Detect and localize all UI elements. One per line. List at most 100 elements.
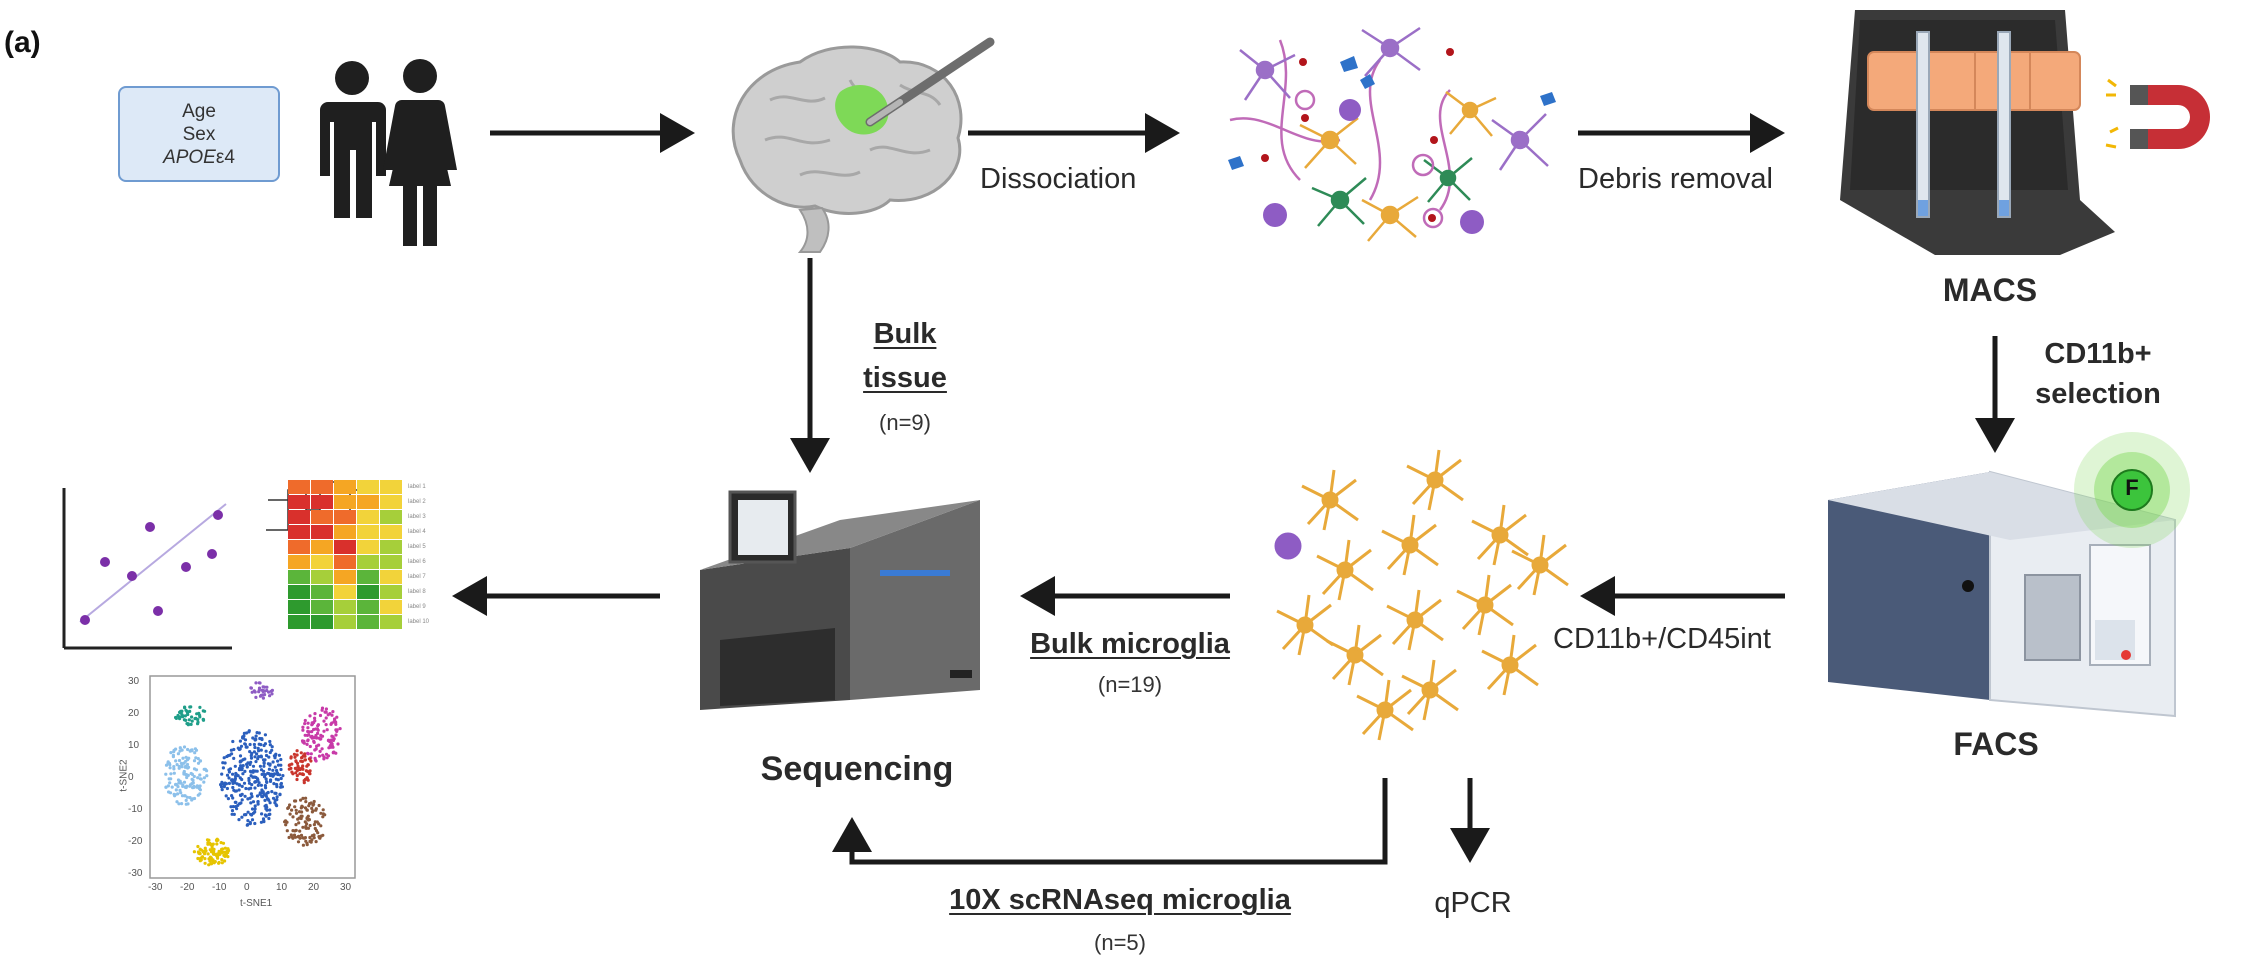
tsne-point [238,754,243,758]
magnet-icon [2105,78,2210,149]
tsne-point [222,756,226,760]
tsne-point [331,745,335,749]
tsne-point [247,776,251,781]
tsne-point [227,770,231,774]
heatmap-cell [357,570,379,584]
svg-text:label 5: label 5 [408,544,426,550]
tsne-point [305,808,309,812]
tsne-point [305,843,309,847]
demographic-apoe: APOEε4 [163,146,235,168]
heatmap-cell [311,540,333,554]
tsne-point [177,781,181,785]
arrows [452,113,2015,865]
tsne-point [181,784,185,789]
tsne-point [256,757,260,761]
heatmap-cell [357,600,379,614]
tsne-x-tick: -20 [180,882,195,893]
tsne-point [254,681,258,685]
macs-icon [1840,10,2210,255]
tsne-xlabel: t-SNE1 [240,898,273,909]
tsne-point [294,811,299,815]
tsne-point [257,690,261,694]
tsne-point [300,814,304,818]
tsne-point [257,742,261,746]
tsne-point [209,856,213,860]
scatter-plot-icon [62,488,232,650]
tsne-y-tick: -30 [128,868,143,879]
tsne-point [219,841,223,845]
tsne-point [316,723,320,727]
tsne-point [283,820,287,824]
tsne-point [243,742,247,746]
tsne-point [167,777,171,781]
tsne-point [323,710,327,714]
tsne-point [250,818,255,822]
tsne-point [287,835,291,840]
tsne-point [249,812,253,816]
tsne-point [205,769,209,773]
tsne-point [236,774,240,778]
tsne-point [330,734,334,738]
tsne-point [312,739,316,744]
tsne-point [217,861,221,865]
tsne-point [260,794,264,799]
tsne-point [297,821,301,825]
sequencer-icon [700,490,980,710]
tsne-point [296,840,301,844]
tsne-y-tick: 0 [128,772,134,783]
label-cd11b-selection-1: CD11b+ [2044,338,2152,370]
tsne-point [270,790,274,794]
tsne-point [327,738,331,742]
tsne-point [265,685,269,689]
tsne-point [318,713,323,718]
tsne-point [258,791,262,795]
tsne-point [231,772,235,776]
tsne-point [262,775,267,779]
tsne-point [186,766,190,770]
tsne-point [169,772,173,776]
tsne-point [298,836,302,840]
tsne-point [275,785,279,789]
tsne-point [234,771,238,776]
tsne-point [180,714,184,718]
heatmap-cell [380,570,402,584]
tsne-point [182,772,186,776]
tsne-point [264,814,268,818]
tsne-point [220,858,224,862]
tsne-point [295,749,299,753]
tsne-point [169,751,173,755]
tsne-point [313,716,317,720]
tsne-point [299,759,303,763]
tsne-point [303,752,307,756]
tsne-point [225,786,229,791]
tsne-point [270,745,274,749]
tsne-point [184,755,188,759]
tsne-point [186,712,190,717]
tsne-point [295,753,299,757]
tsne-point [221,766,225,770]
tsne-point [253,807,257,811]
tsne-point [264,794,268,798]
tsne-point [249,801,253,805]
tsne-point [313,826,317,831]
label-sc-microglia: 10X scRNAseq microglia [949,884,1291,916]
tsne-point [263,733,267,737]
tsne-point [190,777,194,781]
tsne-point [172,792,176,796]
tsne-point [324,707,328,711]
tsne-point [192,774,196,779]
tsne-point [306,721,310,725]
tsne-point [244,786,248,791]
tsne-point [267,755,271,759]
tsne-point [253,737,257,741]
tsne-y-tick: 10 [128,740,140,751]
tsne-point [314,759,318,763]
tsne-point [289,756,293,760]
tsne-point [257,781,261,785]
tsne-point [193,717,197,721]
tsne-point [255,731,259,735]
tsne-point [270,748,274,752]
tsne-point [256,746,260,751]
tsne-point [238,760,242,764]
heatmap-cell [357,480,379,494]
